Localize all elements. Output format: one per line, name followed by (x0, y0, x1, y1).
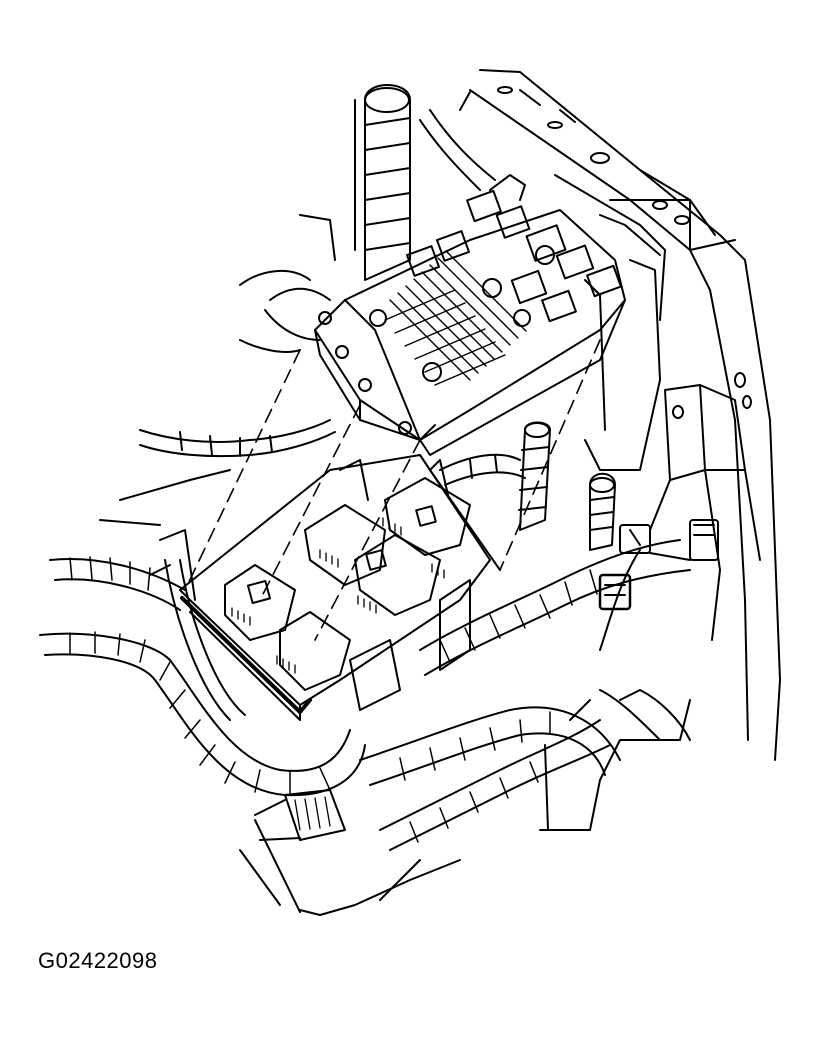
fuse-relay-center-illustration (0, 0, 817, 940)
bottom-connector (255, 790, 345, 840)
fuse-block-lower (150, 455, 500, 720)
exploded-view-leader-lines (185, 340, 600, 640)
figure-code: G02422098 (38, 948, 158, 973)
harness-connectors (600, 520, 718, 650)
harness-grommet-tube (355, 85, 410, 280)
body-panel-bracket (460, 70, 780, 760)
fuse-block-upper (300, 175, 625, 455)
floor-panel (240, 700, 690, 915)
wiring-harness (40, 110, 690, 850)
